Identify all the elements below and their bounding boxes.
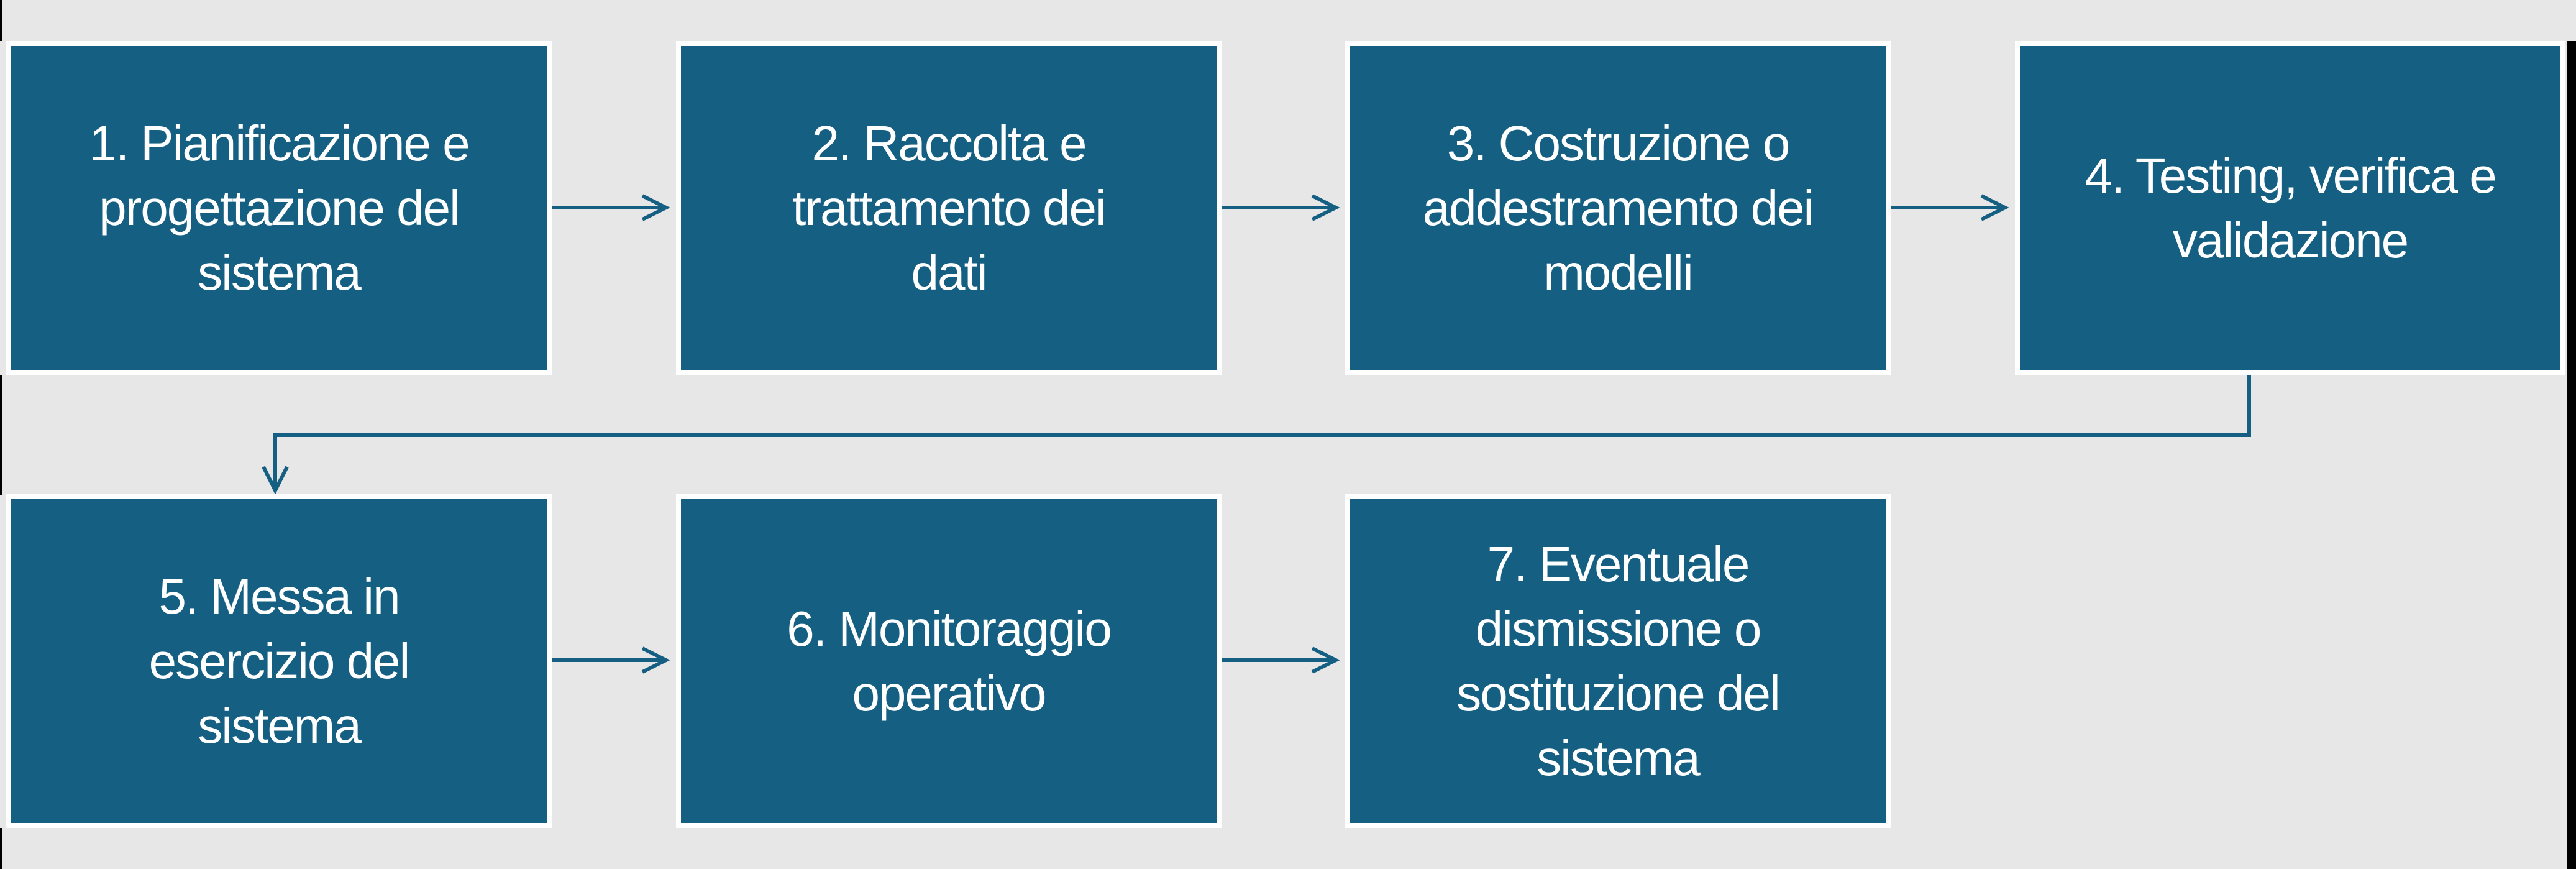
arrow-right-6-7-icon: [1219, 646, 1340, 674]
screen-edge-artifact-left-top: [0, 0, 2, 41]
flow-step-7: 7. Eventuale dismissione o sostituzione …: [1345, 494, 1891, 828]
flow-step-4-label: 4. Testing, verifica e validazione: [2085, 148, 2497, 268]
arrow-right-1-2-icon: [549, 194, 670, 221]
flow-step-5-label: 5. Messa in esercizio del sistema: [148, 568, 411, 753]
screen-edge-artifact-right: [2567, 41, 2576, 869]
screen-edge-artifact-left-bottom: [0, 828, 2, 869]
flow-step-5: 5. Messa in esercizio del sistema: [6, 494, 552, 828]
arrow-right-5-6-icon: [549, 646, 670, 674]
elbow-arrow-4-5-icon: [262, 374, 2251, 495]
arrow-right-3-4-icon: [1888, 194, 2009, 221]
arrow-right-2-3-icon: [1219, 194, 1340, 221]
flow-step-6: 6. Monitoraggio operativo: [676, 494, 1222, 828]
screen-edge-artifact-left-middle: [0, 375, 2, 495]
flow-step-1: 1. Pianificazione e progettazione del si…: [6, 41, 552, 375]
flow-step-3: 3. Costruzione o addestramento dei model…: [1345, 41, 1891, 375]
flow-step-7-label: 7. Eventuale dismissione o sostituzione …: [1456, 536, 1780, 786]
flow-step-1-label: 1. Pianificazione e progettazione del si…: [89, 116, 470, 300]
flow-step-4: 4. Testing, verifica e validazione: [2015, 41, 2565, 375]
flow-step-3-label: 3. Costruzione o addestramento dei model…: [1422, 116, 1815, 300]
flow-step-2: 2. Raccolta e trattamento dei dati: [676, 41, 1222, 375]
flow-step-6-label: 6. Monitoraggio operativo: [787, 600, 1112, 721]
flow-step-2-label: 2. Raccolta e trattamento dei dati: [792, 116, 1107, 300]
